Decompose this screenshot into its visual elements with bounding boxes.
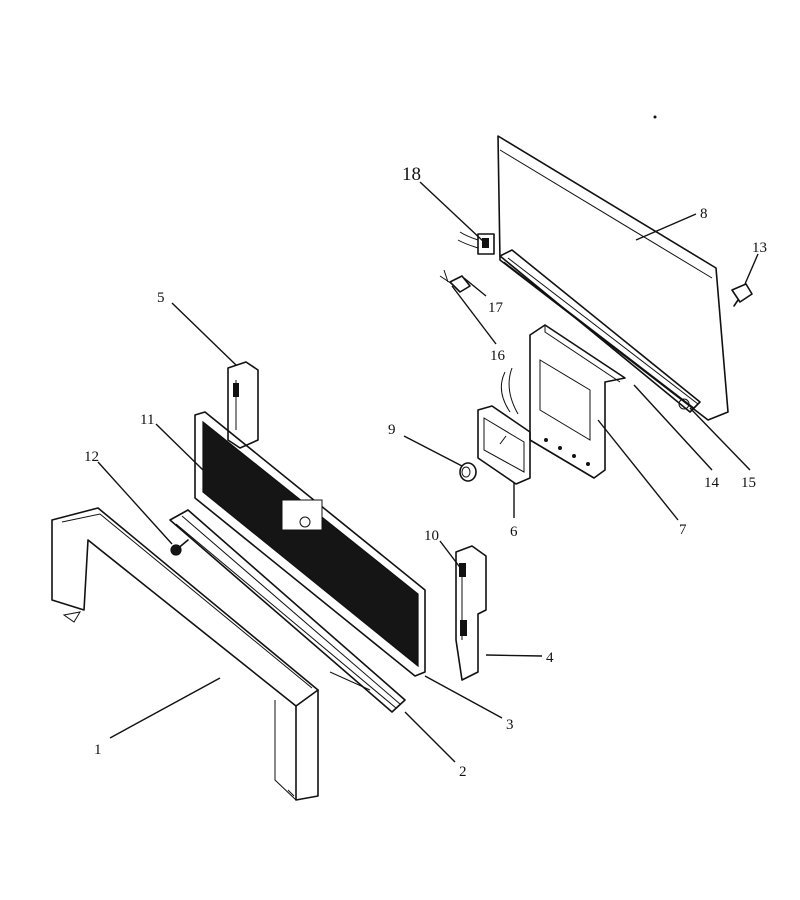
part-13-fastener <box>731 283 753 307</box>
callout-14: 14 <box>704 475 720 491</box>
leader-10 <box>439 540 463 571</box>
leader-18 <box>419 181 485 243</box>
part-4-right-bracket <box>455 545 487 681</box>
part-8-back-panel <box>497 135 729 421</box>
part-7-clock-housing <box>529 324 626 479</box>
callout-15: 15 <box>741 475 756 491</box>
leader-16 <box>451 285 497 345</box>
leader-5 <box>171 302 237 366</box>
part-6-clock <box>477 367 531 485</box>
callout-1: 1 <box>94 742 102 758</box>
leader-17 <box>463 277 487 297</box>
part-2-trim-strip <box>169 509 406 713</box>
leader-2 <box>404 711 456 763</box>
callout-3: 3 <box>506 717 514 733</box>
callout-18: 18 <box>402 164 421 185</box>
part-18-terminal-block <box>457 231 495 255</box>
callout-8: 8 <box>700 206 708 222</box>
callout-11: 11 <box>140 412 154 428</box>
leader-11 <box>155 423 204 471</box>
callout-9: 9 <box>388 422 396 438</box>
part-5-left-bracket <box>227 361 259 449</box>
part-16-switch <box>439 269 471 293</box>
leader-9 <box>403 435 463 467</box>
leader-lines <box>97 181 759 763</box>
leader-13 <box>744 253 759 285</box>
leader-8 <box>635 213 697 241</box>
scan-speck <box>653 115 657 119</box>
callout-4: 4 <box>546 650 554 666</box>
part-12-screw <box>170 539 189 556</box>
leader-15 <box>689 407 751 471</box>
leader-12 <box>97 461 173 545</box>
callout-10: 10 <box>424 528 439 544</box>
leader-3 <box>424 675 503 719</box>
leader-4 <box>485 654 543 657</box>
callout-7: 7 <box>679 522 687 538</box>
callout-17: 17 <box>488 300 504 316</box>
callout-16: 16 <box>490 348 506 364</box>
callout-labels: 1 2 3 4 5 6 7 8 9 10 11 12 13 14 15 16 1… <box>84 164 767 780</box>
callout-5: 5 <box>157 290 165 306</box>
leader-1 <box>109 677 221 739</box>
callout-6: 6 <box>510 524 518 540</box>
callout-2: 2 <box>459 764 467 780</box>
part-9-knob <box>459 462 477 482</box>
callout-13: 13 <box>752 240 767 256</box>
part-3-control-panel <box>194 411 426 677</box>
leader-7 <box>597 419 679 521</box>
leader-14 <box>633 384 713 471</box>
part-14-rear-strip <box>499 249 701 413</box>
callout-12: 12 <box>84 449 99 465</box>
part-1-trim-frame <box>51 507 319 801</box>
